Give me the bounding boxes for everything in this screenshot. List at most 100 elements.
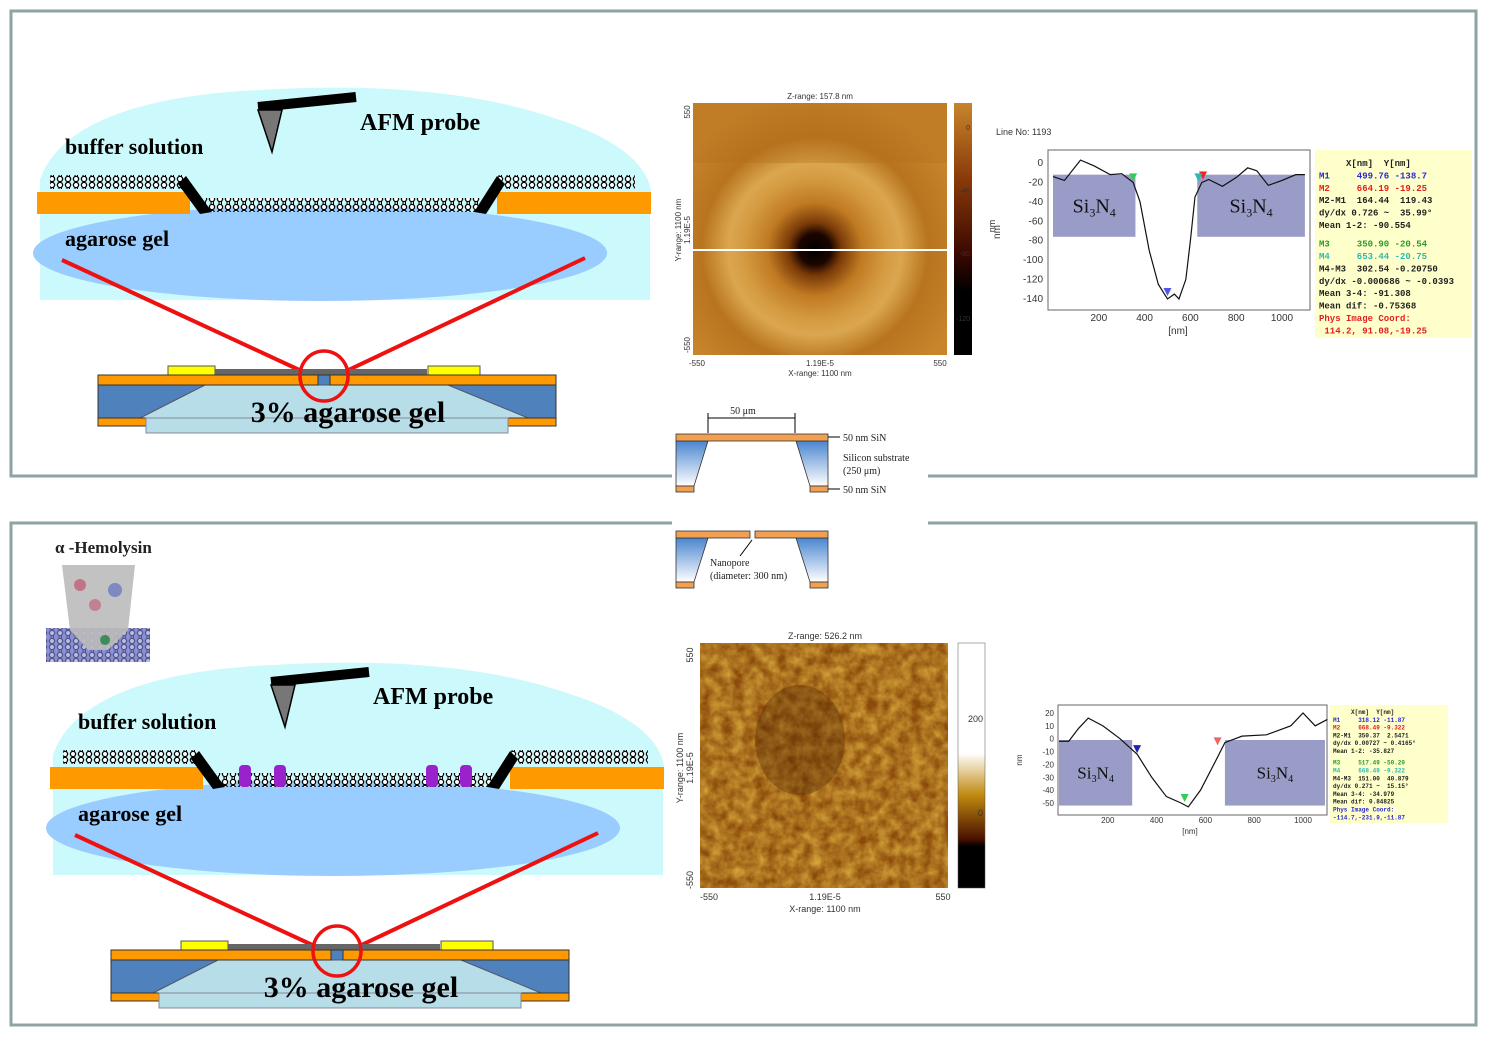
- colorbar-unit: nm: [987, 220, 997, 233]
- marker-icon[interactable]: [1194, 173, 1203, 182]
- y-tick-label: 10: [1045, 722, 1054, 731]
- si3n4-region: [1053, 174, 1136, 237]
- x-tick-label: 800: [1248, 816, 1262, 825]
- si3n4-label: Si3N4: [1073, 196, 1116, 220]
- marker-icon[interactable]: [1180, 794, 1189, 802]
- y-tick-label: -40: [1029, 197, 1044, 208]
- y-tick-label: -60: [1029, 216, 1044, 227]
- y-max-label: 550: [683, 105, 692, 119]
- x-tick-label: 1000: [1271, 313, 1294, 324]
- line-number-label: Line No: 1193: [996, 127, 1051, 137]
- afm-probe-label: AFM probe: [373, 684, 494, 710]
- marker-readout-line: dy/dx -0.000686 ~ -0.0393: [1319, 277, 1454, 287]
- agarose-gel-label: agarose gel: [78, 801, 182, 826]
- x-range-label: X-range: 1100 nm: [789, 904, 860, 914]
- marker-readout-line: dy/dx 0.00727 ~ 0.4165°: [1333, 740, 1416, 747]
- colorbar-tick: 0: [978, 808, 983, 818]
- top-sin-label: 50 nm SiN: [843, 433, 886, 444]
- marker-readout-line: Mean dif: 0.84825: [1333, 799, 1395, 806]
- x-min-label: -550: [689, 359, 706, 368]
- marker-readout-line: M2 668.49 -9.322: [1333, 725, 1405, 732]
- marker-readout-line: Phys Image Coord:: [1333, 807, 1394, 814]
- marker-readout-line: M2 664.19 -19.25: [1319, 184, 1427, 194]
- y-tick-label: -10: [1042, 748, 1054, 757]
- marker-readout-line: M2-M1 164.44 119.43: [1319, 196, 1432, 206]
- y-tick-label: -50: [1042, 799, 1054, 808]
- marker-readout-line: M4 653.44 -20.75: [1319, 252, 1427, 262]
- colorbar: [957, 642, 986, 889]
- z-range-label: Z-range: 526.2 nm: [788, 631, 862, 641]
- marker-icon[interactable]: [1133, 745, 1142, 754]
- marker-readout-line: Mean 1-2: -90.554: [1319, 221, 1411, 231]
- x-tick-label: 1000: [1294, 816, 1312, 825]
- y-tick-label: -140: [1023, 294, 1043, 305]
- x-tick-label: 400: [1136, 313, 1153, 324]
- marker-readout-line: X[nm] Y[nm]: [1333, 709, 1394, 716]
- y-tick-label: -100: [1023, 255, 1043, 266]
- marker-readout-line: M1 499.76 -138.7: [1319, 171, 1427, 181]
- x-tick-label: 800: [1228, 313, 1245, 324]
- y-range-label: Y-range: 1100 nm: [674, 198, 683, 261]
- z-range-label: Z-range: 157.8 nm: [787, 92, 853, 101]
- x-tick-label: 200: [1101, 816, 1115, 825]
- bottom-afm-image: Z-range: 526.2 nm X-range: 1100 nm 1.19E…: [675, 631, 986, 914]
- x-min-label: -550: [700, 892, 718, 902]
- top-afm-image: Z-range: 157.8 nm X-range: 1100 nm 1.19E…: [674, 92, 997, 378]
- bottom-sin-label: 50 nm SiN: [843, 485, 886, 496]
- x-range-label: X-range: 1100 nm: [788, 369, 852, 378]
- x-center-label: 1.19E-5: [809, 892, 841, 902]
- y-tick-label: 0: [1050, 735, 1055, 744]
- x-axis-label: [nm]: [1182, 827, 1198, 836]
- x-axis-label: [nm]: [1168, 326, 1188, 337]
- colorbar-tick: -120: [956, 316, 970, 323]
- device-gel-label: 3% agarose gel: [251, 396, 445, 429]
- y-axis-label: nm: [1015, 754, 1024, 765]
- si3n4-label: Si3N4: [1077, 764, 1114, 785]
- top-marker-panel: X[nm] Y[nm] M1 499.76 -138.7 M2 664.19 -19…: [1315, 150, 1472, 338]
- chip-cross-section: 50 μm 50 nm SiN Silicon substrate (250 μ…: [675, 406, 910, 589]
- colorbar-tick: -80: [960, 251, 970, 258]
- marker-icon[interactable]: [1129, 173, 1138, 182]
- y-tick-label: -20: [1029, 177, 1044, 188]
- marker-readout-line: M4-M3 151.00 40.879: [1333, 775, 1409, 782]
- marker-icon[interactable]: [1213, 737, 1222, 746]
- y-tick-label: 0: [1037, 158, 1043, 169]
- marker-readout-line: X[nm] Y[nm]: [1319, 159, 1411, 169]
- y-tick-label: -30: [1042, 773, 1054, 782]
- marker-readout-line: M3 350.90 -20.54: [1319, 240, 1428, 250]
- marker-readout-line: Mean dif: -0.75368: [1319, 302, 1416, 312]
- protein-icon: [274, 765, 286, 787]
- marker-readout-line: -114.7,-231.9,-11.87: [1333, 814, 1405, 821]
- buffer-solution-label: buffer solution: [78, 709, 216, 734]
- hemolysin-label: α -Hemolysin: [55, 538, 152, 557]
- device-gel-label: 3% agarose gel: [264, 971, 458, 1004]
- marker-readout-line: dy/dx 0.271 ~ 15.15°: [1333, 783, 1409, 790]
- si3n4-region: [1224, 739, 1325, 806]
- hemolysin-proteins: [239, 765, 472, 787]
- marker-readout-line: M2-M1 350.37 2.5471: [1333, 732, 1409, 739]
- profile-line: [1059, 712, 1328, 808]
- y-tick-label: -20: [1042, 760, 1054, 769]
- colorbar-tick: 0: [966, 125, 970, 132]
- marker-readout-line: Phys Image Coord:: [1319, 314, 1411, 324]
- y-center-label: 1.19E-5: [683, 215, 692, 244]
- marker-readout-line: dy/dx 0.726 ~ 35.99°: [1319, 209, 1432, 219]
- x-tick-label: 200: [1090, 313, 1107, 324]
- substrate-label: Silicon substrate: [843, 453, 910, 464]
- marker-readout-line: Mean 3-4: -91.308: [1319, 289, 1411, 299]
- marker-readout-line: M1 318.12 -11.87: [1333, 717, 1405, 724]
- marker-icon[interactable]: [1163, 287, 1172, 296]
- y-tick-label: -120: [1023, 275, 1043, 286]
- y-min-label: -550: [683, 336, 692, 353]
- si3n4-label: Si3N4: [1257, 764, 1294, 785]
- protein-icon: [426, 765, 438, 787]
- x-tick-label: 400: [1150, 816, 1164, 825]
- x-center-label: 1.19E-5: [806, 359, 835, 368]
- marker-readout-line: Mean 1-2: -35.827: [1333, 748, 1395, 755]
- marker-readout-line: 114.2, 91.08,-19.25: [1319, 326, 1427, 336]
- x-max-label: 550: [933, 359, 947, 368]
- hemolysin-structure-image: α -Hemolysin: [46, 538, 152, 662]
